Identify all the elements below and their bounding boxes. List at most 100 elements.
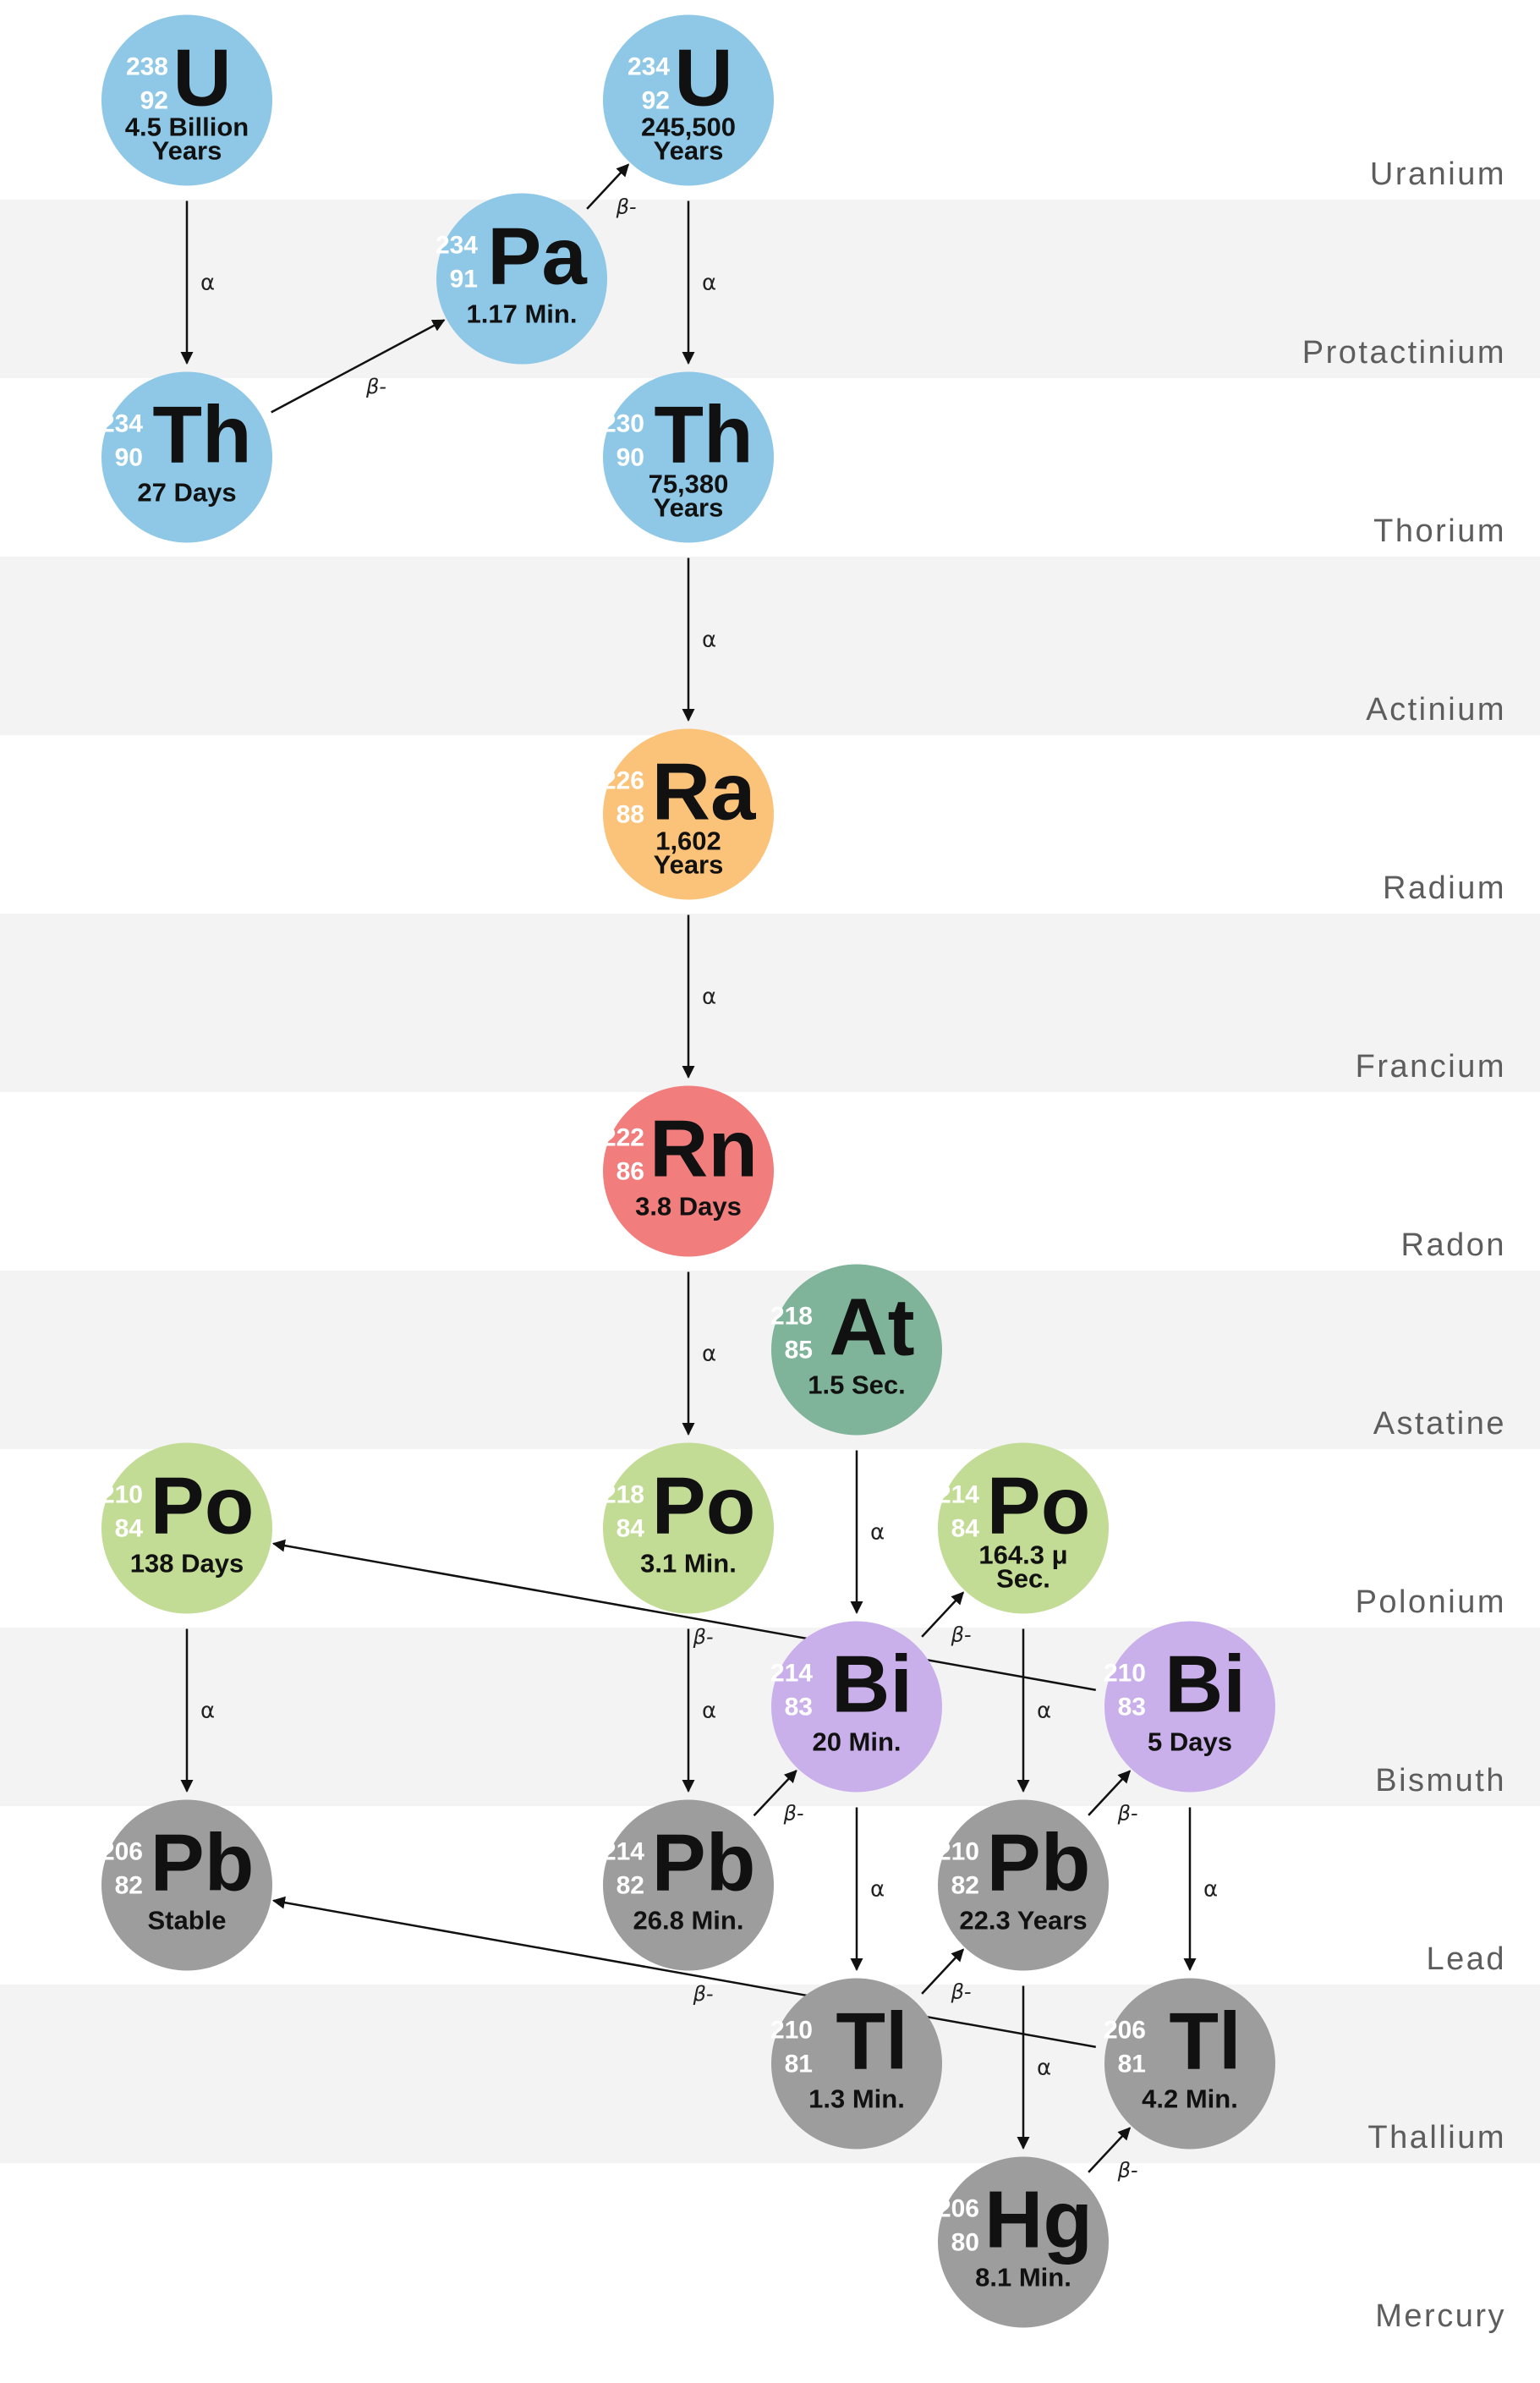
mass-number: 238 bbox=[126, 53, 168, 81]
element-symbol: Pb bbox=[652, 1818, 756, 1908]
decay-label-th234-pa234: β- bbox=[365, 375, 386, 398]
element-symbol: U bbox=[674, 33, 732, 124]
atomic-number: 82 bbox=[617, 1872, 644, 1900]
decay-label-at218-bi214: α bbox=[870, 1520, 885, 1546]
half-life: 22.3 Years bbox=[959, 1906, 1087, 1936]
band-label-radon: Radon bbox=[1401, 1227, 1506, 1263]
decay-arrow-bi214-po214 bbox=[921, 1591, 965, 1638]
decay-label-tl206-pb206: β- bbox=[693, 1982, 714, 2006]
decay-label-tl210-pb210: β- bbox=[951, 1980, 972, 2004]
element-symbol: Ra bbox=[652, 747, 756, 837]
band-label-bismuth: Bismuth bbox=[1375, 1763, 1506, 1798]
band-label-uranium: Uranium bbox=[1370, 156, 1506, 192]
atomic-number: 84 bbox=[617, 1515, 645, 1543]
atomic-number: 92 bbox=[140, 87, 168, 115]
nuclide-circle bbox=[771, 1978, 942, 2150]
decay-arrow-pb214-bi214 bbox=[753, 1770, 797, 1817]
nuclide-circle bbox=[436, 193, 607, 365]
decay-label-po210-pb206: α bbox=[200, 1699, 215, 1724]
half-life: 8.1 Min. bbox=[975, 2263, 1071, 2292]
decay-label-pa234-u234: β- bbox=[616, 195, 637, 219]
half-life: 1.3 Min. bbox=[808, 2084, 905, 2114]
half-life: Stable bbox=[147, 1906, 226, 1936]
nuclide-circle bbox=[771, 1621, 942, 1793]
nuclide-circle bbox=[603, 371, 774, 543]
top-margin bbox=[0, 0, 1540, 21]
atomic-number: 88 bbox=[617, 801, 644, 829]
decay-label-rn222-po218: α bbox=[702, 1342, 716, 1367]
decay-label-pb214-bi214: β- bbox=[783, 1802, 804, 1826]
element-symbol: Po bbox=[987, 1461, 1091, 1551]
half-life: 1.17 Min. bbox=[467, 299, 578, 329]
atomic-number: 81 bbox=[1118, 2051, 1146, 2078]
decay-arrow-tl210-pb210 bbox=[921, 1948, 965, 1995]
mass-number: 218 bbox=[770, 1303, 813, 1331]
mass-number: 210 bbox=[937, 1838, 979, 1866]
atomic-number: 84 bbox=[115, 1515, 144, 1543]
nuclide-circle bbox=[603, 1799, 774, 1971]
half-life: 4.2 Min. bbox=[1142, 2084, 1238, 2114]
element-symbol: Tl bbox=[836, 1996, 907, 2087]
element-symbol: Pb bbox=[987, 1818, 1091, 1908]
decay-label-pb210-hg206: α bbox=[1037, 2056, 1051, 2081]
decay-label-pb210-bi210: β- bbox=[1117, 1802, 1138, 1826]
nuclide-circle bbox=[603, 14, 774, 186]
half-life: Years bbox=[654, 493, 724, 523]
atomic-number: 82 bbox=[115, 1872, 143, 1900]
nuclide-circle bbox=[603, 1442, 774, 1614]
band-mercury bbox=[0, 2163, 1540, 2383]
half-life: Years bbox=[654, 850, 724, 880]
element-symbol: U bbox=[173, 33, 231, 124]
half-life: 3.8 Days bbox=[635, 1192, 742, 1222]
atomic-number: 91 bbox=[450, 266, 478, 294]
decay-arrow-pb210-bi210 bbox=[1088, 1770, 1132, 1816]
decay-label-hg206-tl206: β- bbox=[1117, 2159, 1138, 2183]
atomic-number: 92 bbox=[642, 87, 670, 115]
band-astatine bbox=[0, 1271, 1540, 1449]
half-life: 138 Days bbox=[130, 1549, 244, 1579]
mass-number: 214 bbox=[770, 1660, 813, 1688]
half-life: Years bbox=[152, 136, 222, 166]
mass-number: 226 bbox=[602, 767, 644, 795]
decay-arrow-bi210-po210 bbox=[271, 1539, 1096, 1691]
decay-label-bi214-tl210: α bbox=[870, 1877, 885, 1903]
half-life: 1,602 bbox=[655, 826, 721, 856]
mass-number: 206 bbox=[101, 1838, 143, 1866]
band-label-francium: Francium bbox=[1356, 1049, 1506, 1084]
atomic-number: 90 bbox=[617, 444, 644, 472]
half-life: 4.5 Billion bbox=[125, 113, 249, 142]
half-life: 26.8 Min. bbox=[633, 1906, 744, 1936]
element-symbol: Bi bbox=[831, 1639, 912, 1730]
half-life: 1.5 Sec. bbox=[808, 1370, 905, 1400]
half-life: 75,380 bbox=[649, 469, 729, 499]
nuclide-circle bbox=[101, 1799, 272, 1971]
atomic-number: 82 bbox=[951, 1872, 979, 1900]
mass-number: 214 bbox=[937, 1481, 979, 1509]
nuclide-circle bbox=[938, 1442, 1109, 1614]
mass-number: 206 bbox=[937, 2195, 979, 2223]
nuclide-circle bbox=[101, 371, 272, 543]
decay-label-bi210-po210: β- bbox=[693, 1625, 714, 1649]
band-actinium bbox=[0, 557, 1540, 735]
element-symbol: Hg bbox=[984, 2175, 1093, 2265]
nuclide-circle bbox=[603, 728, 774, 900]
nuclide-circle bbox=[603, 1085, 774, 1257]
mass-number: 234 bbox=[436, 232, 478, 260]
mass-number: 210 bbox=[770, 2017, 813, 2045]
nuclide-circle bbox=[771, 1264, 942, 1436]
